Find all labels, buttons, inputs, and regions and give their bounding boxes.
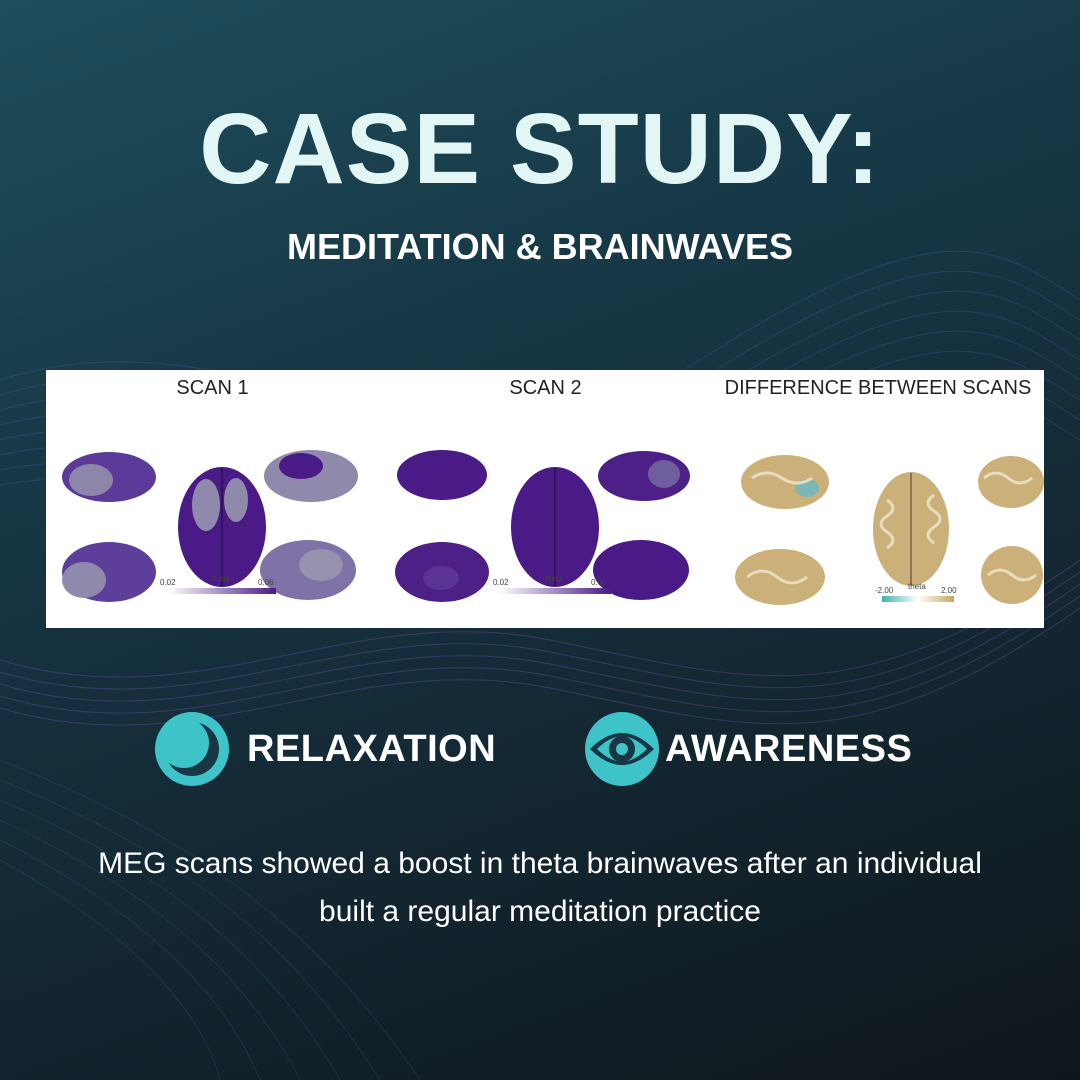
brain-lateral-left-top — [62, 452, 156, 502]
difference-colorbar — [882, 596, 954, 602]
difference-title: DIFFERENCE BETWEEN SCANS — [724, 377, 1032, 399]
page-subtitle: MEDITATION & BRAINWAVES — [287, 226, 793, 267]
scan-2-brains — [395, 450, 690, 602]
brain-top-view — [511, 467, 599, 587]
page-title: CASE STUDY: — [199, 93, 881, 205]
eye-icon — [585, 712, 659, 786]
brain-top-view — [873, 472, 949, 586]
brain-medial-left-bottom — [395, 542, 489, 602]
difference-colorbar-max: 2.00 — [941, 586, 957, 595]
scan-1-brains — [62, 450, 358, 602]
scan-1-colorbar-max: 0.06 — [258, 578, 274, 587]
scan-1-title: SCAN 1 — [176, 377, 249, 399]
scan-2-colorbar-min: 0.02 — [493, 578, 509, 587]
brain-medial-left-bottom — [735, 549, 825, 605]
feature-awareness-label: AWARENESS — [665, 728, 913, 770]
feature-relaxation: RELAXATION — [155, 712, 515, 786]
brain-lateral-right-top — [598, 451, 690, 501]
brain-lateral-left-top — [397, 450, 487, 500]
brain-lateral-left-top — [741, 455, 829, 509]
scan-2-colorbar — [499, 588, 611, 594]
scan-2-colorbar-label: theta — [545, 574, 563, 583]
difference-colorbar-label: theta — [908, 582, 926, 591]
crescent-moon-icon — [155, 712, 229, 786]
brain-lateral-right-top — [978, 456, 1044, 508]
difference-panel: DIFFERENCE BETWEEN SCANS — [712, 370, 1044, 628]
scan-2-colorbar-max: 0.06 — [591, 578, 607, 587]
brain-medial-right-bottom — [981, 546, 1043, 604]
brain-medial-right-bottom — [260, 540, 356, 600]
scan-2-panel: SCAN 2 theta — [379, 370, 712, 628]
brain-medial-left-bottom — [62, 542, 156, 602]
difference-brains — [735, 455, 1044, 605]
difference-colorbar-min: -2.00 — [875, 586, 894, 595]
brain-medial-right-bottom — [593, 540, 689, 600]
scan-1-colorbar-label: theta — [212, 574, 230, 583]
scan-1-colorbar — [168, 588, 276, 594]
caption-text: MEG scans showed a boost in theta brainw… — [98, 847, 982, 928]
scan-2-title: SCAN 2 — [509, 377, 582, 399]
feature-awareness: AWARENESS — [585, 712, 930, 786]
scan-1-colorbar-min: 0.02 — [160, 578, 176, 587]
brain-scan-figure: SCAN 1 — [46, 370, 1044, 628]
brain-lateral-right-top — [264, 450, 358, 502]
feature-relaxation-label: RELAXATION — [247, 728, 497, 770]
brain-top-view — [178, 467, 266, 587]
scan-1-panel: SCAN 1 — [46, 370, 379, 628]
